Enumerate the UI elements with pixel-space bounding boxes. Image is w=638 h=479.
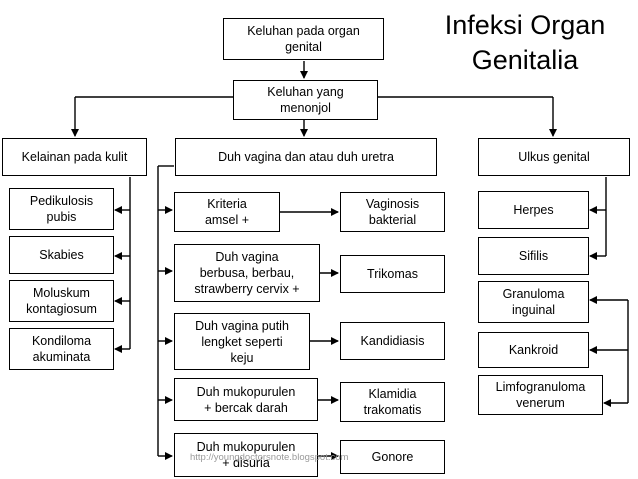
node-kondiloma: Kondiloma akuminata (9, 328, 114, 370)
node-keluhan-organ: Keluhan pada organ genital (223, 18, 384, 60)
node-kandidiasis: Kandidiasis (340, 322, 445, 360)
node-keluhan-menonjol: Keluhan yang menonjol (233, 80, 378, 120)
node-duh-mukopurulen-darah: Duh mukopurulen + bercak darah (174, 378, 318, 421)
node-duh-vagina-uretra: Duh vagina dan atau duh uretra (175, 138, 437, 176)
node-moluskum: Moluskum kontagiosum (9, 280, 114, 322)
node-limfogranuloma: Limfogranuloma venerum (478, 375, 603, 415)
node-duh-mukopurulen-disuria: Duh mukopurulen + disuria (174, 433, 318, 477)
node-pedikulosis: Pedikulosis pubis (9, 188, 114, 230)
node-gonore: Gonore (340, 440, 445, 474)
node-klamidia: Klamidia trakomatis (340, 382, 445, 422)
node-kankroid: Kankroid (478, 332, 589, 368)
watermark-url: http://youngdoctorsnote.blogspot.com (190, 452, 349, 463)
node-trikomas: Trikomas (340, 255, 445, 293)
node-kriteria-amsel: Kriteria amsel + (174, 192, 280, 232)
node-granuloma: Granuloma inguinal (478, 281, 589, 323)
node-duh-berbusa: Duh vagina berbusa, berbau, strawberry c… (174, 244, 320, 302)
diagram-title: Infeksi Organ Genitalia (444, 10, 606, 75)
node-ulkus-genital: Ulkus genital (478, 138, 630, 176)
node-skabies: Skabies (9, 236, 114, 274)
node-kelainan-kulit: Kelainan pada kulit (2, 138, 147, 176)
node-herpes: Herpes (478, 191, 589, 229)
node-vaginosis: Vaginosis bakterial (340, 192, 445, 232)
node-duh-putih: Duh vagina putih lengket seperti keju (174, 313, 310, 370)
node-sifilis: Sifilis (478, 237, 589, 275)
